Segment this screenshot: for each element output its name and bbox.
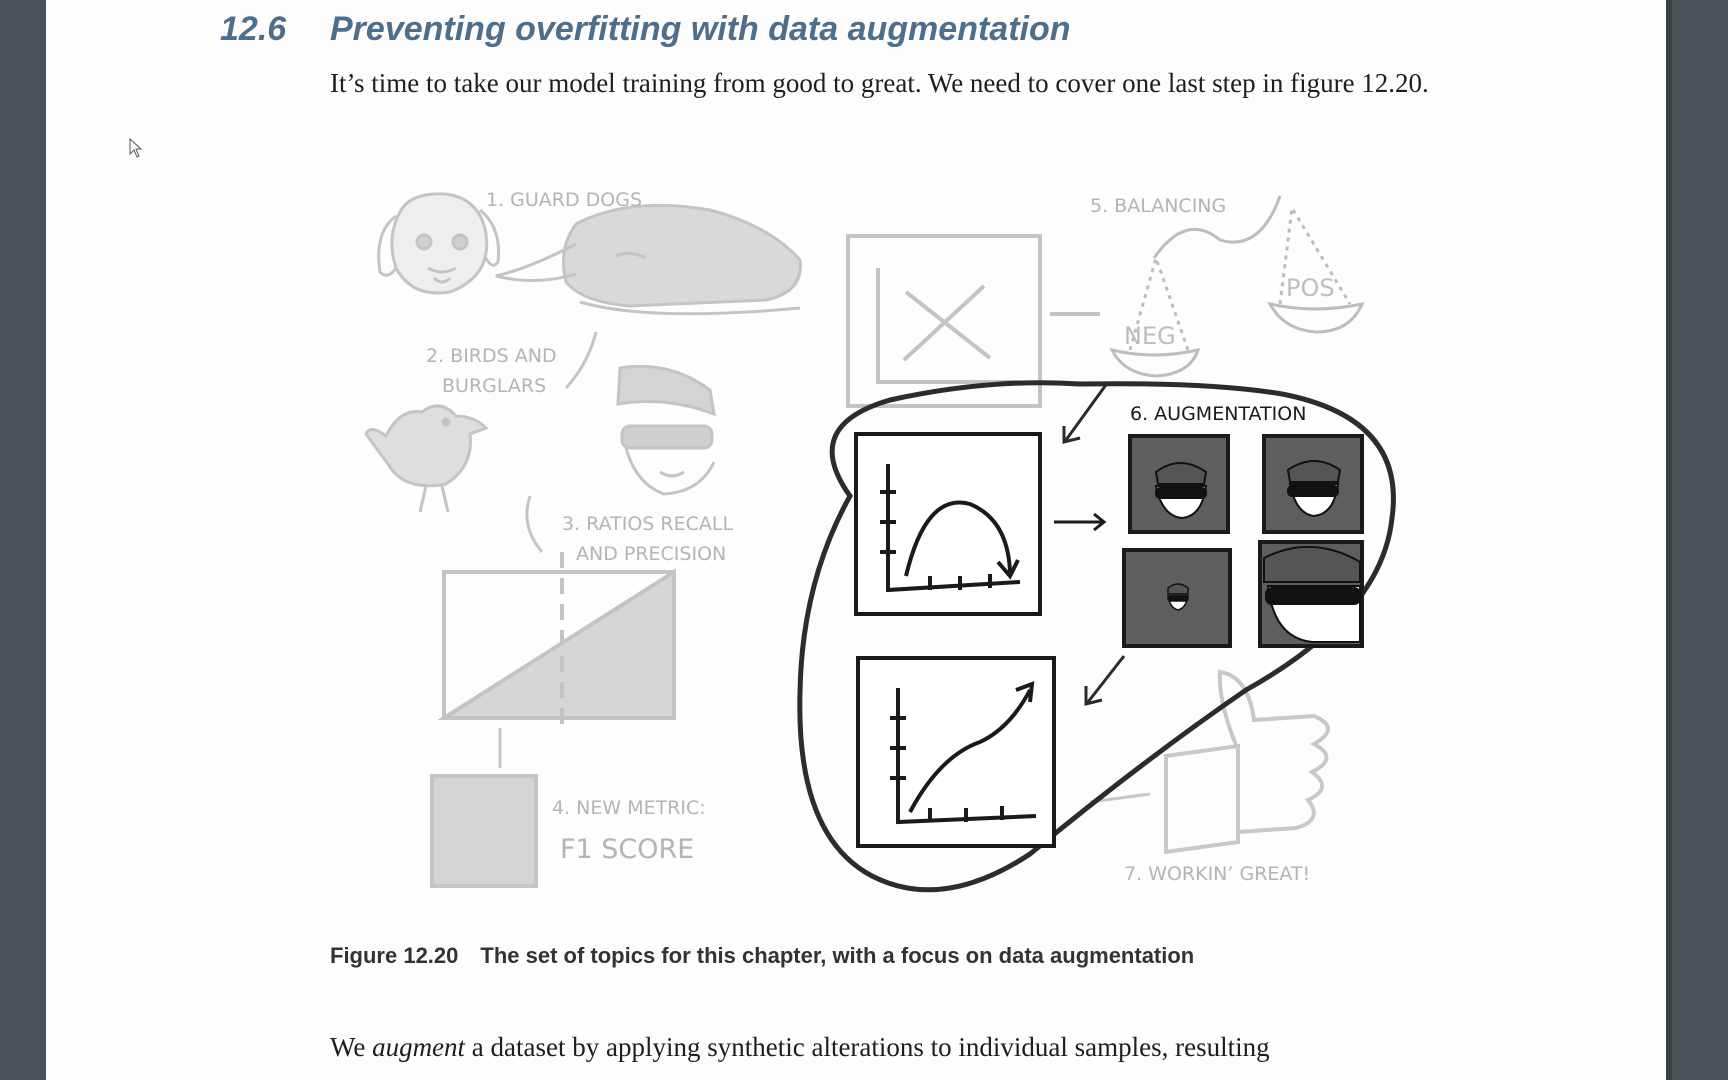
arrow-birds [564, 331, 598, 390]
label-ratios-1: 3. RATIOS RECALL [562, 513, 733, 535]
label-ratios-2: AND PRECISION [576, 543, 726, 565]
label-workin-great: 7. WORKIN’ GREAT! [1124, 863, 1310, 885]
augment-paragraph: We augment a dataset by applying synthet… [330, 1028, 1530, 1067]
caption-text: The set of topics for this chapter, with… [480, 943, 1195, 968]
arrow-to-tiles [1054, 512, 1107, 532]
burglar-icon-2 [1286, 460, 1342, 518]
figure-12-20: 1. GUARD DOGS 2. BIRDS AND BURGLARS 3. R… [364, 189, 1396, 893]
document-page: 12.6 Preventing overfitting with data au… [46, 0, 1666, 1080]
arrow-from-scale [1062, 381, 1110, 444]
rising-chart-drawing [856, 656, 1056, 848]
label-guard-dogs: 1. GUARD DOGS [486, 189, 642, 211]
arrow-ratios [525, 495, 544, 553]
caption-label: Figure 12.20 [330, 943, 459, 968]
intro-paragraph: It’s time to take our model training fro… [330, 68, 1429, 98]
section-title: Preventing overfitting with data augment… [330, 10, 1071, 48]
dog-sitting-drawing [377, 192, 501, 295]
f1-square-drawing [430, 774, 538, 888]
label-balancing: 5. BALANCING [1090, 195, 1226, 217]
burglar-faded-drawing [616, 364, 716, 496]
label-metric-1: 4. NEW METRIC: [552, 797, 706, 819]
burglar-icon-large [1263, 545, 1361, 643]
label-birds-1: 2. BIRDS AND [426, 345, 557, 367]
label-birds-2: BURGLARS [442, 375, 546, 397]
label-pos: POS [1286, 274, 1335, 302]
figure-caption: Figure 12.20 The set of topics for this c… [330, 943, 1194, 969]
augment-post: a dataset by applying synthetic alterati… [465, 1032, 1270, 1062]
ratios-chart-drawing [437, 552, 676, 728]
burglar-icon-small [1167, 583, 1189, 611]
label-metric-2: F1 SCORE [560, 834, 694, 865]
bird-drawing [364, 404, 489, 513]
label-neg: NEG [1124, 322, 1176, 350]
augment-pre: We [330, 1032, 373, 1062]
section-number: 12.6 [220, 10, 287, 48]
faded-chart-drawing [846, 234, 1100, 408]
arrow-to-chart2 [1084, 655, 1126, 706]
page-edge-shadow [1666, 0, 1672, 1080]
burglar-icon-1 [1154, 462, 1208, 520]
dog-lying-drawing [495, 203, 802, 316]
augment-italic: augment [372, 1032, 466, 1062]
label-augmentation: 6. AUGMENTATION [1130, 403, 1306, 425]
scale-drawing [1109, 195, 1365, 378]
thumbs-up-faded-drawing [1164, 669, 1330, 855]
mouse-cursor-icon [129, 138, 143, 158]
curve-chart-drawing [854, 432, 1042, 616]
